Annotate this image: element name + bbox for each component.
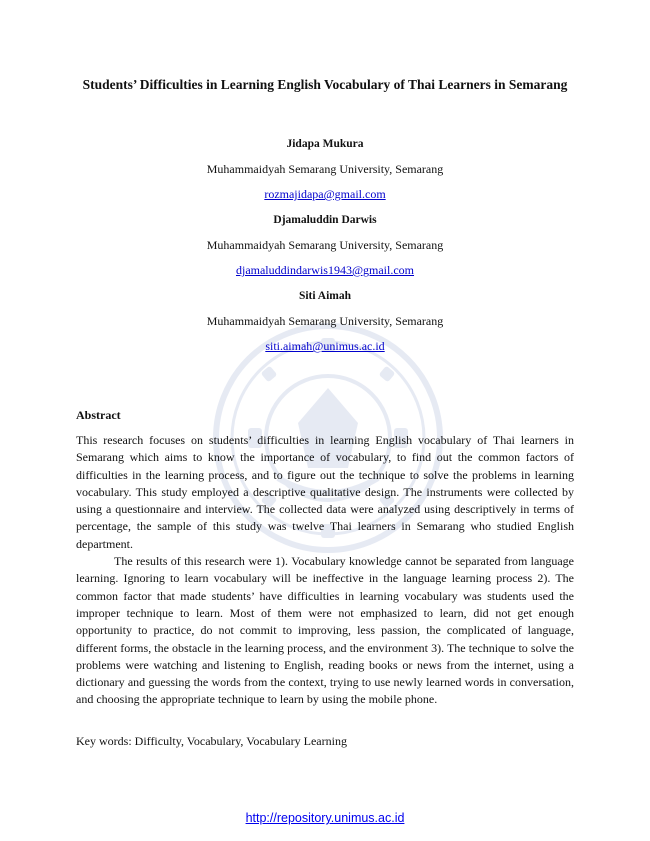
author-email-link[interactable]: siti.aimah@unimus.ac.id [265,339,385,353]
abstract-paragraph: The results of this research were 1). Vo… [76,554,574,707]
abstract-body: This research focuses on students’ diffi… [76,432,574,709]
author-name: Siti Aimah [298,290,352,302]
repository-link[interactable]: http://repository.unimus.ac.id [245,811,405,825]
author-name: Djamaluddin Darwis [273,214,377,226]
author-affiliation: Muhammaidyah Semarang University, Semara… [206,238,444,252]
author-email-link[interactable]: djamaluddindarwis1943@gmail.com [235,263,415,277]
author-email-link[interactable]: rozmajidapa@gmail.com [264,187,386,201]
author-block: Jidapa Mukura Muhammaidyah Semarang Univ… [60,137,590,201]
author-affiliation: Muhammaidyah Semarang University, Semara… [206,162,444,176]
abstract-paragraph: This research focuses on students’ diffi… [76,433,574,551]
author-name: Jidapa Mukura [286,138,364,150]
paper-title: Students’ Difficulties in Learning Engli… [82,77,568,92]
abstract-heading: Abstract [76,408,121,422]
author-affiliation: Muhammaidyah Semarang University, Semara… [206,314,444,328]
keywords: Key words: Difficulty, Vocabulary, Vocab… [76,734,347,748]
author-block: Djamaluddin Darwis Muhammaidyah Semarang… [60,213,590,277]
author-block: Siti Aimah Muhammaidyah Semarang Univers… [60,289,590,353]
